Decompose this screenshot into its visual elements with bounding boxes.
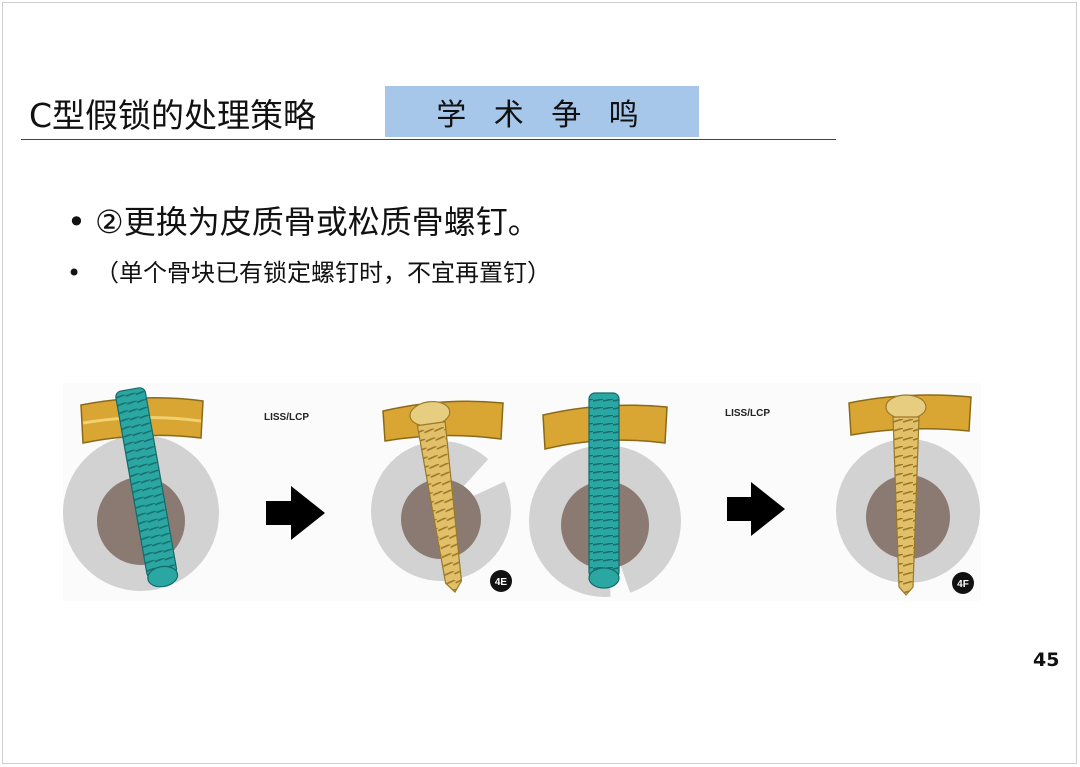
bullet-marker: • bbox=[67, 203, 86, 241]
procedure-label: LISS/LCP bbox=[725, 408, 770, 419]
screw-illustration: LISS/LCP 4E bbox=[63, 383, 981, 601]
panel-locking-screw-1 bbox=[63, 387, 219, 598]
title-underline bbox=[21, 139, 836, 140]
arrow-icon bbox=[727, 482, 785, 536]
procedure-label: LISS/LCP bbox=[264, 412, 309, 423]
section-tag: 学 术 争 鸣 bbox=[385, 86, 699, 137]
bullet-item-2: • （单个骨块已有锁定螺钉时，不宜再置钉） bbox=[67, 253, 551, 288]
page-number: 45 bbox=[1033, 649, 1060, 671]
panel-cortical-screw-1: 4E bbox=[371, 400, 523, 593]
bullet-marker: • bbox=[67, 259, 82, 287]
bullet-text: ②更换为皮质骨或松质骨螺钉。 bbox=[95, 203, 540, 241]
arrow-icon bbox=[266, 486, 325, 540]
panel-cortical-screw-2: 4F bbox=[836, 394, 980, 596]
figure-badge: 4F bbox=[957, 579, 969, 590]
slide-title: C型假锁的处理策略 bbox=[29, 96, 317, 135]
figure-badge: 4E bbox=[495, 577, 508, 588]
bullet-text: （单个骨块已有锁定螺钉时，不宜再置钉） bbox=[95, 259, 551, 287]
bullet-item-1: •②更换为皮质骨或松质骨螺钉。 bbox=[67, 197, 540, 243]
